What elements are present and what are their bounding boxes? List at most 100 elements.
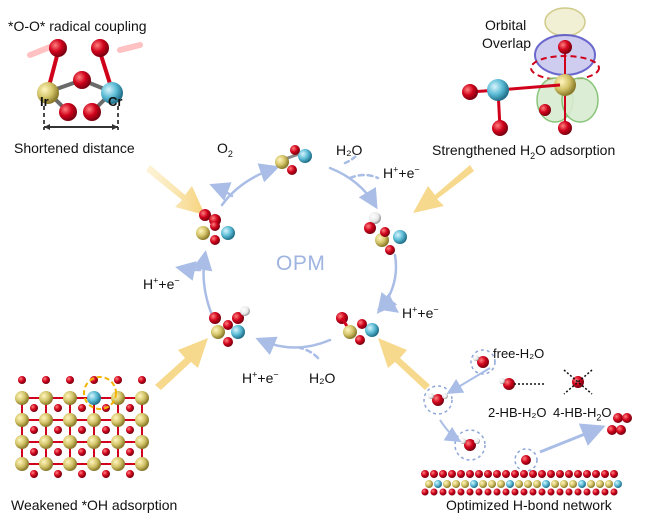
oxygen-atom (66, 376, 74, 384)
iridium-atom (87, 413, 101, 427)
cycle-o2-label: O2 (217, 140, 233, 159)
orbital-title-line1: Orbital (485, 17, 527, 33)
oxygen-atom (475, 488, 483, 496)
iridium-atom (111, 457, 125, 471)
oxygen-atom (448, 470, 456, 478)
h-bond-network-caption: Optimized H-bond network (446, 497, 612, 513)
oxygen-atom (114, 376, 122, 384)
oxygen-atom (126, 448, 134, 456)
cycle-proton-right-bottom: H++e− (402, 304, 439, 321)
iridium-atom (560, 480, 568, 488)
oxygen-atom (54, 426, 62, 434)
yellow-arrow-bottom-left (155, 338, 208, 390)
oxygen-atom (30, 426, 38, 434)
oxygen-atom (574, 488, 582, 496)
iridium-atom (452, 480, 460, 488)
orbital-title-line2: Overlap (482, 35, 532, 51)
chromium-atom (578, 480, 586, 488)
oxygen-atom (102, 448, 110, 456)
oxygen-atom (54, 448, 62, 456)
cycle-h2o-bottom-label: H₂O (309, 370, 336, 386)
yellow-arrow-bottom-right (378, 338, 430, 390)
iridium-atom (533, 480, 541, 488)
oxygen-atom (54, 404, 62, 412)
iridium-atom (87, 435, 101, 449)
yellow-arrow-top-left (146, 165, 205, 215)
chromium-atom (506, 480, 514, 488)
iridium-atom (15, 457, 29, 471)
iridium-atom (15, 435, 29, 449)
iridium-atom (39, 435, 53, 449)
oxygen-atom (439, 488, 447, 496)
iridium-atom (569, 480, 577, 488)
oxygen-atom (448, 488, 456, 496)
oxygen-atom (484, 488, 492, 496)
oxygen-atom (556, 470, 564, 478)
two-hb-water-label: 2-HB-H₂O (488, 405, 547, 420)
oxygen-atom (102, 470, 110, 478)
iridium-atom (63, 413, 77, 427)
iridium-atom (596, 480, 604, 488)
oxygen-atom (556, 488, 564, 496)
shortened-distance-caption: Shortened distance (14, 140, 135, 156)
chromium-atom (614, 480, 622, 488)
oxygen-atom (42, 376, 50, 384)
intermediate-left-top (196, 209, 235, 245)
oxygen-atom (601, 488, 609, 496)
surface-lattice-model (15, 376, 149, 478)
oxygen-atom (466, 470, 474, 478)
free-water-label: free-H₂O (493, 346, 545, 361)
oxygen-atom (78, 470, 86, 478)
oxygen-atom (547, 470, 555, 478)
oxygen-atom (421, 488, 429, 496)
oxygen-atom (457, 470, 465, 478)
iridium-atom (135, 457, 149, 471)
oxygen-atom (610, 470, 618, 478)
iridium-atom (605, 480, 613, 488)
intermediate-left-bottom (209, 306, 250, 347)
ir-atom-label: Ir (40, 94, 49, 109)
oxygen-atom (30, 448, 38, 456)
oxygen-atom (583, 488, 591, 496)
cycle-proton-right-top: H++e− (383, 164, 420, 181)
oxygen-atom (439, 470, 447, 478)
chromium-atom (434, 480, 442, 488)
chromium-atom (470, 480, 478, 488)
iridium-atom (524, 480, 532, 488)
iridium-atom (135, 435, 149, 449)
oxygen-atom (493, 470, 501, 478)
radical-coupling-title: *O-O* radical coupling (8, 18, 147, 34)
oxygen-atom (457, 488, 465, 496)
iridium-atom (488, 480, 496, 488)
oxygen-atom (529, 470, 537, 478)
orbital-overlap-model (462, 7, 600, 136)
highlight-circle (83, 376, 117, 410)
oxygen-atom (126, 470, 134, 478)
oxygen-atom (475, 470, 483, 478)
oxygen-atom (610, 488, 618, 496)
oxygen-atom (511, 470, 519, 478)
oxygen-atom (30, 470, 38, 478)
water-network-model (423, 349, 632, 472)
oxygen-atom (126, 426, 134, 434)
iridium-atom (63, 457, 77, 471)
iridium-atom (551, 480, 559, 488)
oxygen-atom (430, 488, 438, 496)
oxygen-atom (484, 470, 492, 478)
oxygen-atom (18, 376, 26, 384)
iridium-atom (443, 480, 451, 488)
substrate-slab (421, 470, 622, 496)
iridium-atom (63, 391, 77, 405)
oxygen-atom (78, 426, 86, 434)
chromium-atom (542, 480, 550, 488)
oxygen-atom (565, 488, 573, 496)
iridium-atom (87, 457, 101, 471)
iridium-atom (515, 480, 523, 488)
oxygen-atom (54, 470, 62, 478)
iridium-atom (479, 480, 487, 488)
oxygen-atom (583, 470, 591, 478)
iridium-atom (461, 480, 469, 488)
oxygen-atom (138, 376, 146, 384)
oxygen-atom (30, 404, 38, 412)
four-hb-water-label: 4-HB-H2O (553, 405, 612, 423)
